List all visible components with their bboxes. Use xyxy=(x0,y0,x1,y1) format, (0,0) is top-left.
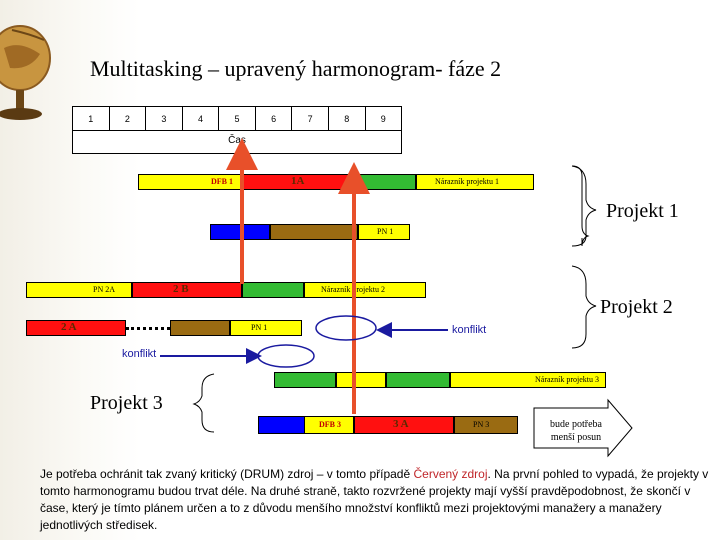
timeline: 1 2 3 4 5 6 7 8 9 Čas xyxy=(72,106,402,154)
conflict-label-1: konflikt xyxy=(452,324,487,336)
globe-icon xyxy=(0,25,51,120)
timeline-tick: 8 xyxy=(329,107,366,130)
bar-red-2b: 2 B xyxy=(132,282,242,298)
page-title: Multitasking – upravený harmonogram- fáz… xyxy=(90,56,502,81)
bar-pn1-mid: PN 1 xyxy=(230,320,302,336)
timeline-tick: 6 xyxy=(256,107,293,130)
brace-p1 xyxy=(571,165,597,247)
bar-buffer-p3: Nárazník projektu 3 xyxy=(450,372,606,388)
callout-arrow-shape xyxy=(533,398,633,458)
brace-p3 xyxy=(192,373,215,433)
timeline-numbers: 1 2 3 4 5 6 7 8 9 xyxy=(73,107,401,131)
conflict-label-2: konflikt xyxy=(122,348,157,360)
bar-pn2a: PN 2A xyxy=(26,282,132,298)
label-projekt-3: Projekt 3 xyxy=(90,392,163,414)
callout-text: bude potřeba menší posun xyxy=(550,419,602,443)
timeline-tick: 2 xyxy=(110,107,147,130)
dotted-gap-p2 xyxy=(126,327,170,330)
conflict-ellipse-2 xyxy=(257,344,315,368)
bar-label-dfb3: DFB 3 xyxy=(319,420,341,429)
conflict-ellipse-1 xyxy=(315,315,377,341)
timeline-tick: 1 xyxy=(73,107,110,130)
bar-label-1a: 1A xyxy=(291,175,305,187)
label-projekt-2: Projekt 2 xyxy=(600,296,673,318)
bar-green-p3b xyxy=(386,372,450,388)
bar-label-2a: 2 A xyxy=(61,321,77,333)
bar-label-pn1-mid: PN 1 xyxy=(251,323,268,332)
bar-brown-p2 xyxy=(170,320,230,336)
bar-label-buffer3: Nárazník projektu 3 xyxy=(535,375,599,384)
bar-label-pn1-top: PN 1 xyxy=(377,227,394,236)
bar-green-p3a xyxy=(274,372,336,388)
bar-label-2b: 2 B xyxy=(173,283,189,295)
bar-dfb3: DFB 3 xyxy=(304,416,354,434)
timeline-tick: 3 xyxy=(146,107,183,130)
label-projekt-1: Projekt 1 xyxy=(606,200,679,222)
bar-label-buffer1: Nárazník projektu 1 xyxy=(435,177,499,186)
brace-p2 xyxy=(571,265,597,349)
paragraph-part2: . Na první pohled to vypadá, že projekty… xyxy=(40,467,709,532)
bar-yellow-p3a xyxy=(336,372,386,388)
bar-label-dfb1: DFB 1 xyxy=(211,177,233,186)
bar-label-3a: 3 A xyxy=(393,418,409,430)
bar-green-p2 xyxy=(242,282,304,298)
bar-brown-p3: PN 3 xyxy=(454,416,518,434)
timeline-tick: 5 xyxy=(219,107,256,130)
bar-red-3a: 3 A xyxy=(354,416,454,434)
timeline-tick: 4 xyxy=(183,107,220,130)
timeline-tick: 7 xyxy=(292,107,329,130)
bar-buffer-p1: Nárazník projektu 1 xyxy=(416,174,534,190)
explanation-paragraph: Je potřeba ochránit tak zvaný kritický (… xyxy=(40,466,712,534)
paragraph-part1: Je potřeba ochránit tak zvaný kritický (… xyxy=(40,467,414,481)
bar-label-pn2a: PN 2A xyxy=(93,285,116,294)
bar-brown-p1 xyxy=(270,224,358,240)
paragraph-highlight: Červený zdroj xyxy=(413,467,488,481)
bar-pn1-top: PN 1 xyxy=(358,224,410,240)
bar-red-2a: 2 A xyxy=(26,320,126,336)
timeline-tick: 9 xyxy=(380,113,386,124)
bar-label-pn3: PN 3 xyxy=(473,420,490,429)
